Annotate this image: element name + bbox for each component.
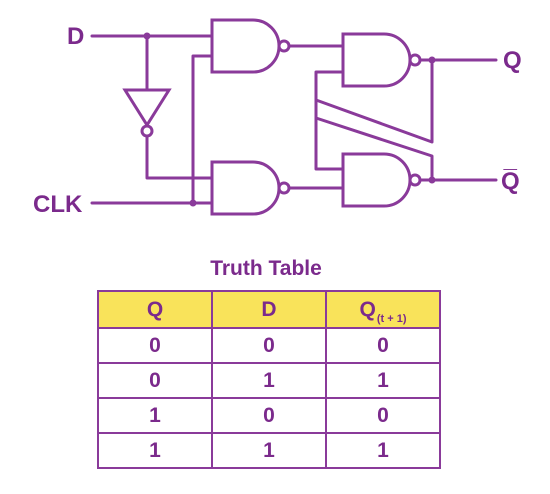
- cell-d: 0: [211, 327, 327, 364]
- cell-q-next: 0: [325, 327, 441, 364]
- nand-gate-4: [341, 152, 412, 208]
- inverter-gate: [122, 88, 172, 128]
- header-q: Q: [97, 290, 213, 329]
- nand-gate-2: [210, 160, 281, 216]
- clk-junction-dot: [189, 199, 197, 207]
- cell-d: 1: [211, 362, 327, 399]
- nand-gate-1: [210, 18, 281, 74]
- header-q-next-main: Q: [359, 297, 376, 321]
- clk-branch-wire: [191, 54, 214, 205]
- truth-table-header-row: Q D Q(t + 1): [97, 290, 441, 329]
- table-row: 1 1 1: [97, 432, 441, 469]
- table-row: 0 1 1: [97, 362, 441, 399]
- header-q-next: Q(t + 1): [325, 290, 441, 329]
- input-clk-label: CLK: [33, 191, 83, 218]
- qbar-junction-dot: [428, 176, 436, 184]
- nand-gate-3: [341, 32, 412, 88]
- d-junction-dot: [143, 32, 151, 40]
- output-qbar-label: Q̅: [501, 168, 520, 195]
- cell-q: 1: [97, 397, 213, 434]
- inverter-output-wire: [145, 134, 214, 180]
- table-row: 0 0 0: [97, 327, 441, 364]
- cell-d: 0: [211, 397, 327, 434]
- cell-q: 1: [97, 432, 213, 469]
- header-q-next-subscript: (t + 1): [376, 312, 407, 325]
- cell-d: 1: [211, 432, 327, 469]
- cell-q-next: 1: [325, 432, 441, 469]
- header-d: D: [211, 290, 327, 329]
- truth-table-title: Truth Table: [210, 257, 322, 280]
- d-flip-flop-circuit: D CLK Q Q̅: [33, 18, 522, 218]
- table-row: 1 0 0: [97, 397, 441, 434]
- input-d-label: D: [67, 23, 84, 50]
- output-q-label: Q: [503, 47, 522, 74]
- cell-q-next: 1: [325, 362, 441, 399]
- q-junction-dot: [428, 56, 436, 64]
- cell-q: 0: [97, 362, 213, 399]
- qbar-feedback-wire: [314, 70, 434, 182]
- cell-q-next: 0: [325, 397, 441, 434]
- truth-table: Q D Q(t + 1) 0 0 0 0 1 1 1 0 0 1 1 1: [97, 290, 441, 469]
- cell-q: 0: [97, 327, 213, 364]
